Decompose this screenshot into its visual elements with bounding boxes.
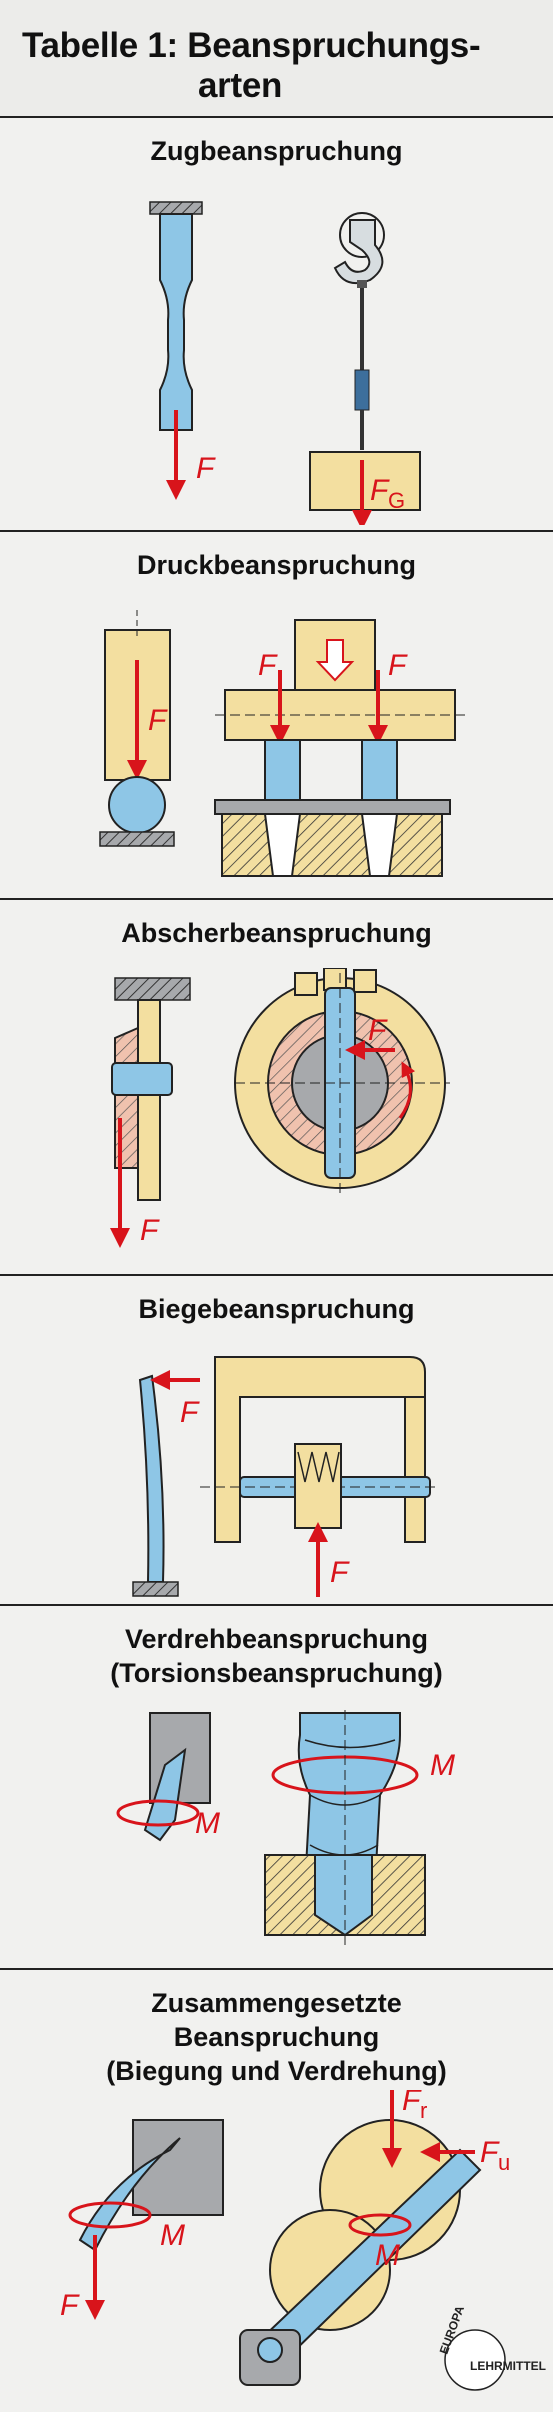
europa-lehrmittel-logo: EUROPA LEHRMITTEL (437, 2304, 546, 2391)
figure-zug: F F G (149, 201, 421, 525)
label-fg-sub: G (388, 488, 405, 513)
label-f-left: F (140, 1214, 160, 1247)
label-m-left: M (160, 2219, 185, 2252)
section-title-zusammengesetzt: Zusammengesetzte Beanspruchung (Biegung … (106, 1988, 447, 2086)
label-m-right: M (375, 2239, 400, 2272)
divider (0, 116, 553, 118)
divider (0, 898, 553, 900)
logo-text-bottom: LEHRMITTEL (470, 2359, 546, 2373)
divider (0, 1968, 553, 1970)
label-fr-sub: r (420, 2098, 427, 2123)
figure-abscher: F F (110, 968, 450, 1248)
table-title-line2: arten (198, 66, 283, 105)
label-f-left: F (148, 704, 168, 737)
section-title-abscher: Abscherbeanspruchung (121, 918, 432, 948)
page-header: Tabelle 1: Beanspruchungs- arten (0, 0, 553, 118)
divider (0, 1274, 553, 1276)
section-title-verdreh: Verdrehbeanspruchung (Torsionsbeanspruch… (110, 1624, 443, 1688)
figure-zusammengesetzt: M F F r F u M EUROPA LEHRMITTEL (60, 2090, 546, 2391)
label-m-left: M (195, 1807, 220, 1840)
figure-biege: F F (132, 1356, 440, 1597)
label-f-press-left: F (258, 649, 278, 682)
section-title-biege: Biegebeanspruchung (138, 1294, 415, 1324)
label-f-press-right: F (388, 649, 408, 682)
figure-druck: F F F (99, 610, 470, 877)
label-f-left: F (60, 2289, 80, 2322)
table-title-line1: Tabelle 1: Beanspruchungs- (22, 26, 481, 65)
label-f-bottom: F (330, 1556, 350, 1589)
label-f: F (196, 452, 216, 485)
label-f-top: F (180, 1396, 200, 1429)
section-title-druck: Druckbeanspruchung (136, 550, 417, 580)
divider (0, 1604, 553, 1606)
label-fu: F (480, 2136, 500, 2169)
divider (0, 530, 553, 532)
label-m-right: M (430, 1749, 455, 1782)
section-title-zug: Zugbeanspruchung (150, 136, 403, 166)
figure-verdreh: M M (116, 1710, 455, 1945)
label-fg: F (370, 474, 390, 507)
label-fu-sub: u (498, 2150, 510, 2175)
label-f-right: F (368, 1014, 388, 1047)
label-fr: F (402, 2090, 422, 2117)
